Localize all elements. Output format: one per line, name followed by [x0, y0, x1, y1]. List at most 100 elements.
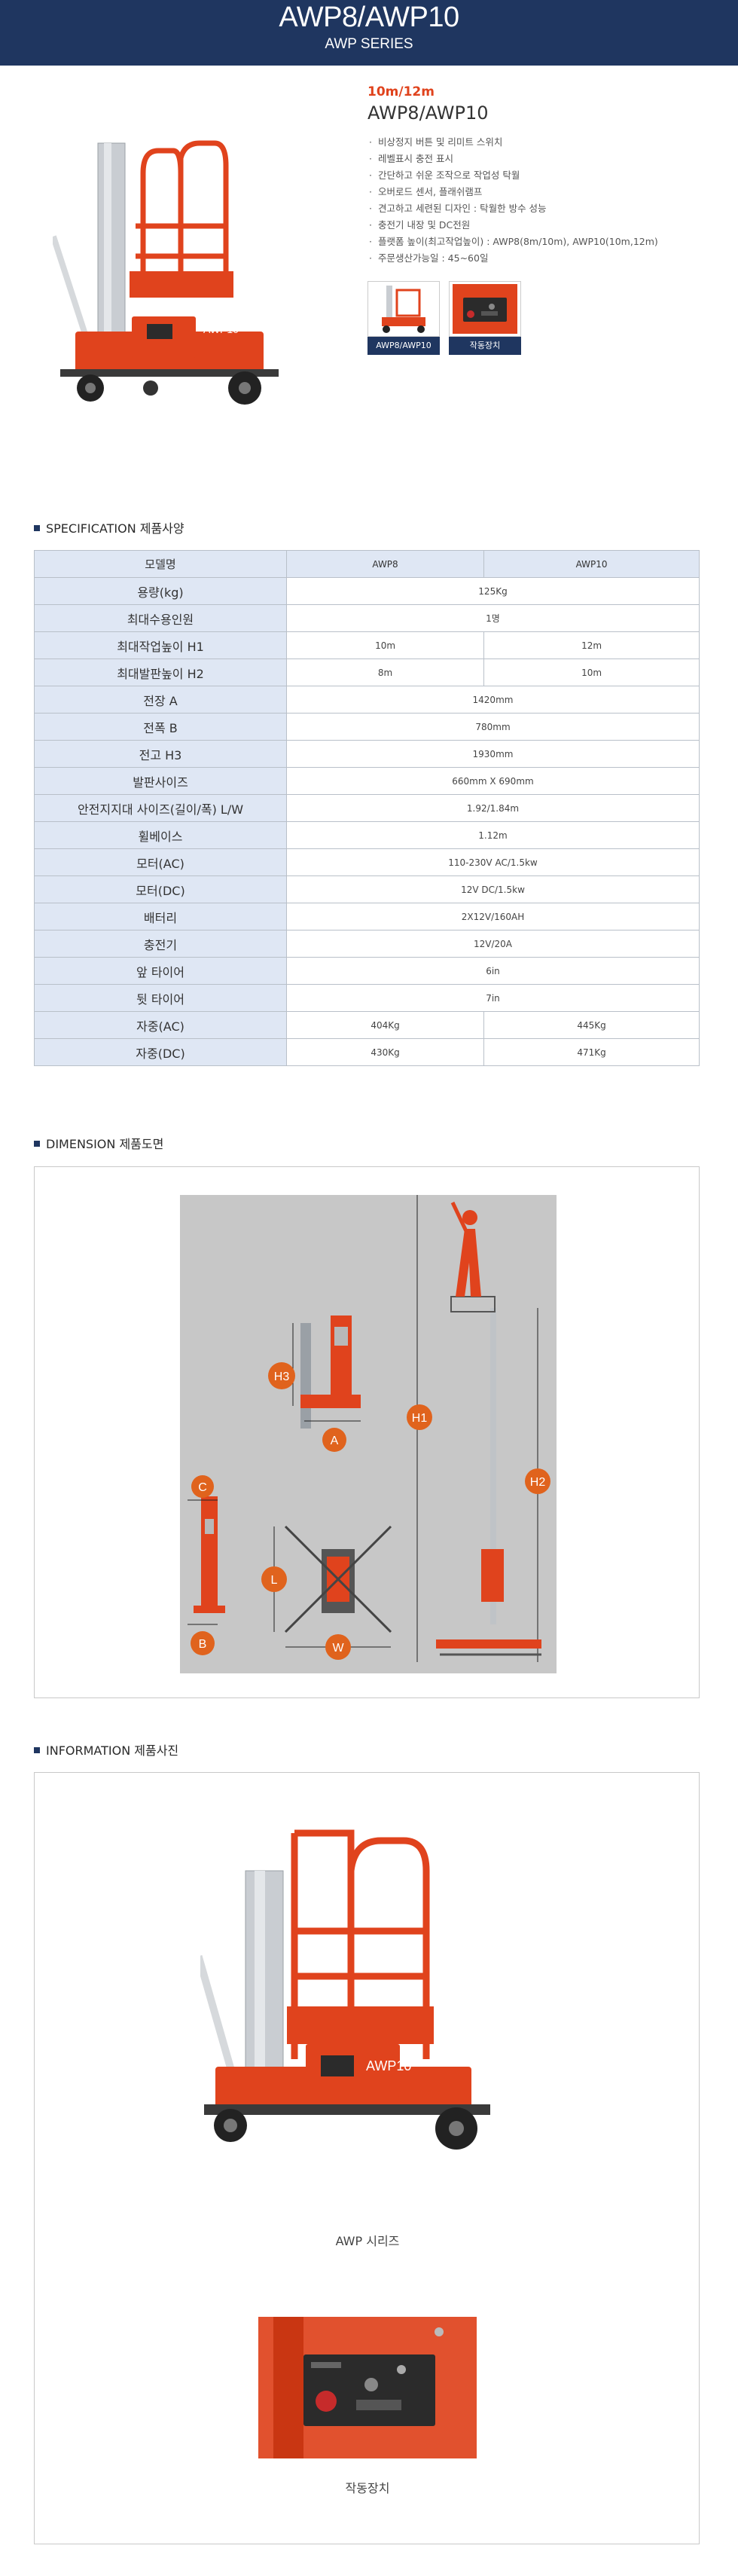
row-label: 앞 타이어 [34, 957, 287, 985]
photo2-caption: 작동장치 [345, 2481, 390, 2495]
row-label: 휠베이스 [34, 821, 287, 849]
row-value: 1.92/1.84m [286, 794, 700, 822]
row-value: 10m [285, 631, 485, 659]
row-label: 최대발판높이 H2 [34, 659, 287, 686]
section-title-spec-text: SPECIFICATION 제품사양 [46, 521, 184, 536]
product-intro: 10m/12m AWP8/AWP10 비상정지 버튼 및 리미트 스위치 레벨표… [367, 84, 714, 267]
row-label: 전장 A [34, 686, 287, 714]
dim-label-a: A [331, 1435, 339, 1447]
row-label: 모터(DC) [34, 875, 287, 903]
row-value: 430Kg [285, 1038, 485, 1066]
table-header-row: 모델명 AWP8 AWP10 [34, 550, 700, 578]
feature-item: 충전기 내장 및 DC전원 [367, 217, 714, 234]
row-label: 배터리 [34, 903, 287, 930]
row-value: 10m [483, 659, 700, 686]
row-label: 뒷 타이어 [34, 984, 287, 1012]
feature-item: 플랫폼 높이(최고작업높이) : AWP8(8m/10m), AWP10(10m… [367, 234, 714, 250]
row-label: 최대작업높이 H1 [34, 631, 287, 659]
row-label: 최대수용인원 [34, 604, 287, 632]
info-machine-label: AWP10 [366, 2058, 411, 2073]
row-value: 445Kg [483, 1011, 700, 1039]
row-value: 110-230V AC/1.5kw [286, 848, 700, 876]
info-product-photo: AWP10 [200, 1829, 490, 2150]
section-title-information-text: INFORMATION 제품사진 [46, 1743, 179, 1758]
thumb-control-image [449, 281, 521, 337]
thumb-control-caption: 작동장치 [449, 337, 521, 355]
feature-item: 간단하고 쉬운 조작으로 작업성 탁월 [367, 167, 714, 184]
section-title-dimension-text: DIMENSION 제품도면 [46, 1137, 164, 1151]
row-value: 660mm X 690mm [286, 767, 700, 795]
dim-label-w: W [332, 1642, 344, 1655]
table-row: 용량(kg)125Kg [34, 577, 700, 605]
row-value: 12V/20A [286, 930, 700, 958]
feature-item: 견고하고 세련된 디자인 : 탁월한 방수 성능 [367, 200, 714, 217]
bullet-square-icon [34, 524, 40, 531]
thumb-product-caption: AWP8/AWP10 [367, 337, 440, 355]
row-value: 1.12m [286, 821, 700, 849]
row-value: 780mm [286, 713, 700, 741]
row-value: 8m [285, 659, 485, 686]
row-label: 안전지지대 사이즈(길이/폭) L/W [34, 794, 287, 822]
section-title-information: INFORMATION 제품사진 [34, 1740, 178, 1759]
thumb-product[interactable]: AWP8/AWP10 [367, 281, 440, 355]
dim-label-h1: H1 [412, 1412, 428, 1425]
row-value: 6in [286, 957, 700, 985]
row-label: 자중(AC) [34, 1011, 287, 1039]
page-subtitle: AWP SERIES [325, 36, 413, 52]
page-title: AWP8/AWP10 [279, 2, 459, 33]
dimension-box: H3 A C B L W [34, 1166, 700, 1698]
thumbnail-strip: AWP8/AWP10 작동장치 [367, 281, 521, 355]
bullet-square-icon [34, 1140, 40, 1147]
dim-label-b: B [199, 1638, 207, 1651]
thumb-control[interactable]: 작동장치 [449, 281, 521, 355]
feature-item: 주문생산가능일 : 45~60일 [367, 250, 714, 267]
row-value: 1420mm [286, 686, 700, 714]
row-label: 전폭 B [34, 713, 287, 741]
table-row: 모터(DC)12V DC/1.5kw [34, 875, 700, 903]
row-value: 471Kg [483, 1038, 700, 1066]
info-control-photo [258, 2317, 477, 2458]
row-value: 125Kg [286, 577, 700, 605]
feature-list: 비상정지 버튼 및 리미트 스위치 레벨표시 충전 표시 간단하고 쉬운 조작으… [367, 134, 714, 267]
model-name: AWP8/AWP10 [367, 102, 489, 124]
thumb-product-image [367, 281, 440, 337]
table-header-cell: AWP8 [285, 550, 485, 578]
row-label: 용량(kg) [34, 577, 287, 605]
row-value: 404Kg [285, 1011, 485, 1039]
row-label: 충전기 [34, 930, 287, 958]
row-value: 1명 [286, 604, 700, 632]
row-label: 모터(AC) [34, 848, 287, 876]
height-label: 10m/12m [367, 84, 435, 99]
feature-item: 레벨표시 충전 표시 [367, 151, 714, 167]
row-label: 발판사이즈 [34, 767, 287, 795]
table-row: 모터(AC)110-230V AC/1.5kw [34, 848, 700, 876]
row-value: 2X12V/160AH [286, 903, 700, 930]
row-value: 12V DC/1.5kw [286, 875, 700, 903]
table-header-cell: AWP10 [483, 550, 700, 578]
bullet-square-icon [34, 1746, 40, 1753]
dimension-drawing: H3 A C B L W [180, 1195, 557, 1673]
feature-item: 오버로드 센서, 플래쉬램프 [367, 184, 714, 200]
section-title-spec: SPECIFICATION 제품사양 [34, 518, 184, 536]
hero-product-image: AWP10 [53, 140, 279, 405]
table-header-cell: 모델명 [34, 550, 287, 578]
row-label: 전고 H3 [34, 740, 287, 768]
information-box: AWP10 AWP 시리즈 작동장치 [34, 1772, 700, 2544]
row-value: 1930mm [286, 740, 700, 768]
dim-label-c: C [198, 1481, 207, 1494]
feature-item: 비상정지 버튼 및 리미트 스위치 [367, 134, 714, 151]
